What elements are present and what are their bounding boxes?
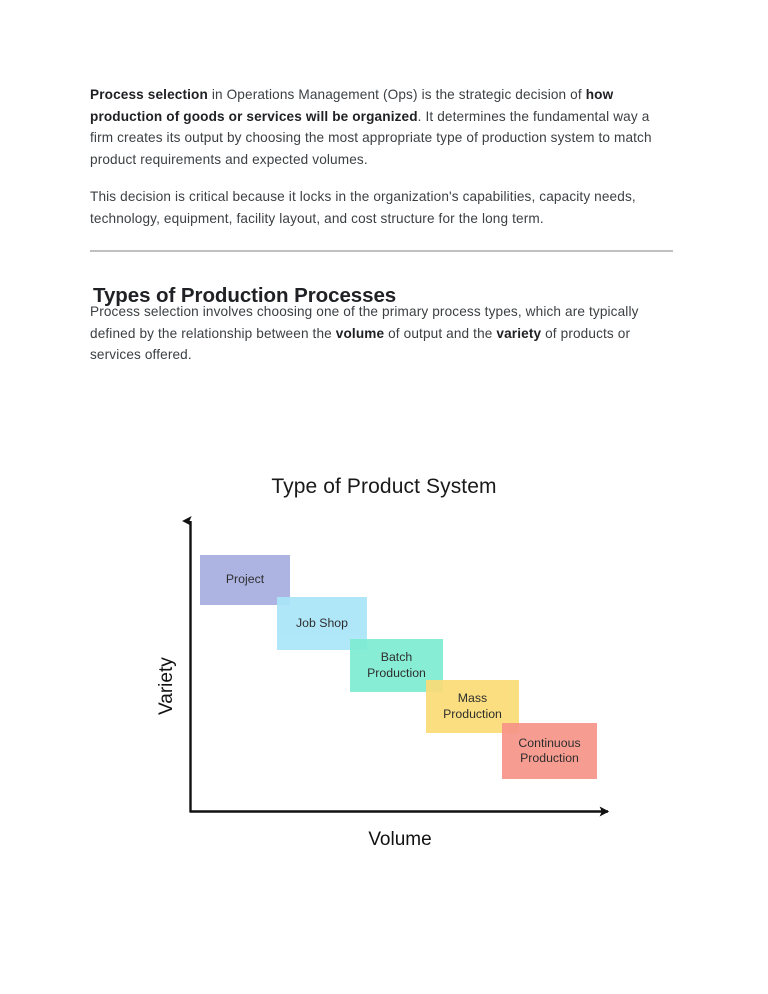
process-box-label-line: Production [443, 706, 502, 721]
chart-title: Type of Product System [271, 475, 497, 498]
paragraph-2: This decision is critical because it loc… [90, 186, 674, 229]
chart-axes: Variety Volume [156, 516, 610, 850]
page-title: Types of Production Processes [93, 284, 397, 307]
body-text: of products or services offered. [90, 325, 631, 363]
emphasis-text: Process selection [90, 87, 208, 102]
paragraph-3: Process selection involves choosing one … [90, 301, 674, 366]
section-body: Process selection involves choosing one … [90, 301, 674, 366]
emphasis-text: volume [335, 325, 385, 341]
body-text: . It determines the fundamental way a fi… [90, 108, 652, 167]
process-box-label-line: Production [367, 665, 426, 680]
body-text: of output and the [384, 325, 497, 341]
product-system-chart: Type of Product System Variety Volume Pr… [0, 455, 768, 875]
body-text: This decision is critical because it loc… [90, 189, 636, 226]
process-box-label-line: Batch [380, 650, 413, 664]
intro-section: Process selection in Operations Manageme… [90, 84, 674, 229]
process-box-label-line: Project [225, 572, 265, 587]
emphasis-text: variety [496, 325, 542, 341]
process-box-project: Project [200, 555, 290, 605]
process-box-label-line: Production [520, 751, 579, 765]
y-axis-label: Variety [156, 657, 177, 715]
body-text: in Operations Management (Ops) is the st… [207, 87, 586, 102]
process-box-label-line: Mass [457, 691, 488, 705]
section-divider [90, 250, 673, 252]
emphasis-text: how production of goods or services will… [90, 87, 614, 124]
process-box-label-line: Continuous [518, 735, 581, 750]
process-box-label: Project [226, 572, 264, 588]
body-text: Process selection involves choosing one … [90, 304, 639, 341]
paragraph-1: Process selection in Operations Manageme… [90, 84, 674, 170]
process-box-label-line: Job Shop [296, 615, 348, 630]
process-box-label: Job Shop [296, 616, 348, 632]
x-axis-label: Volume [368, 829, 431, 850]
